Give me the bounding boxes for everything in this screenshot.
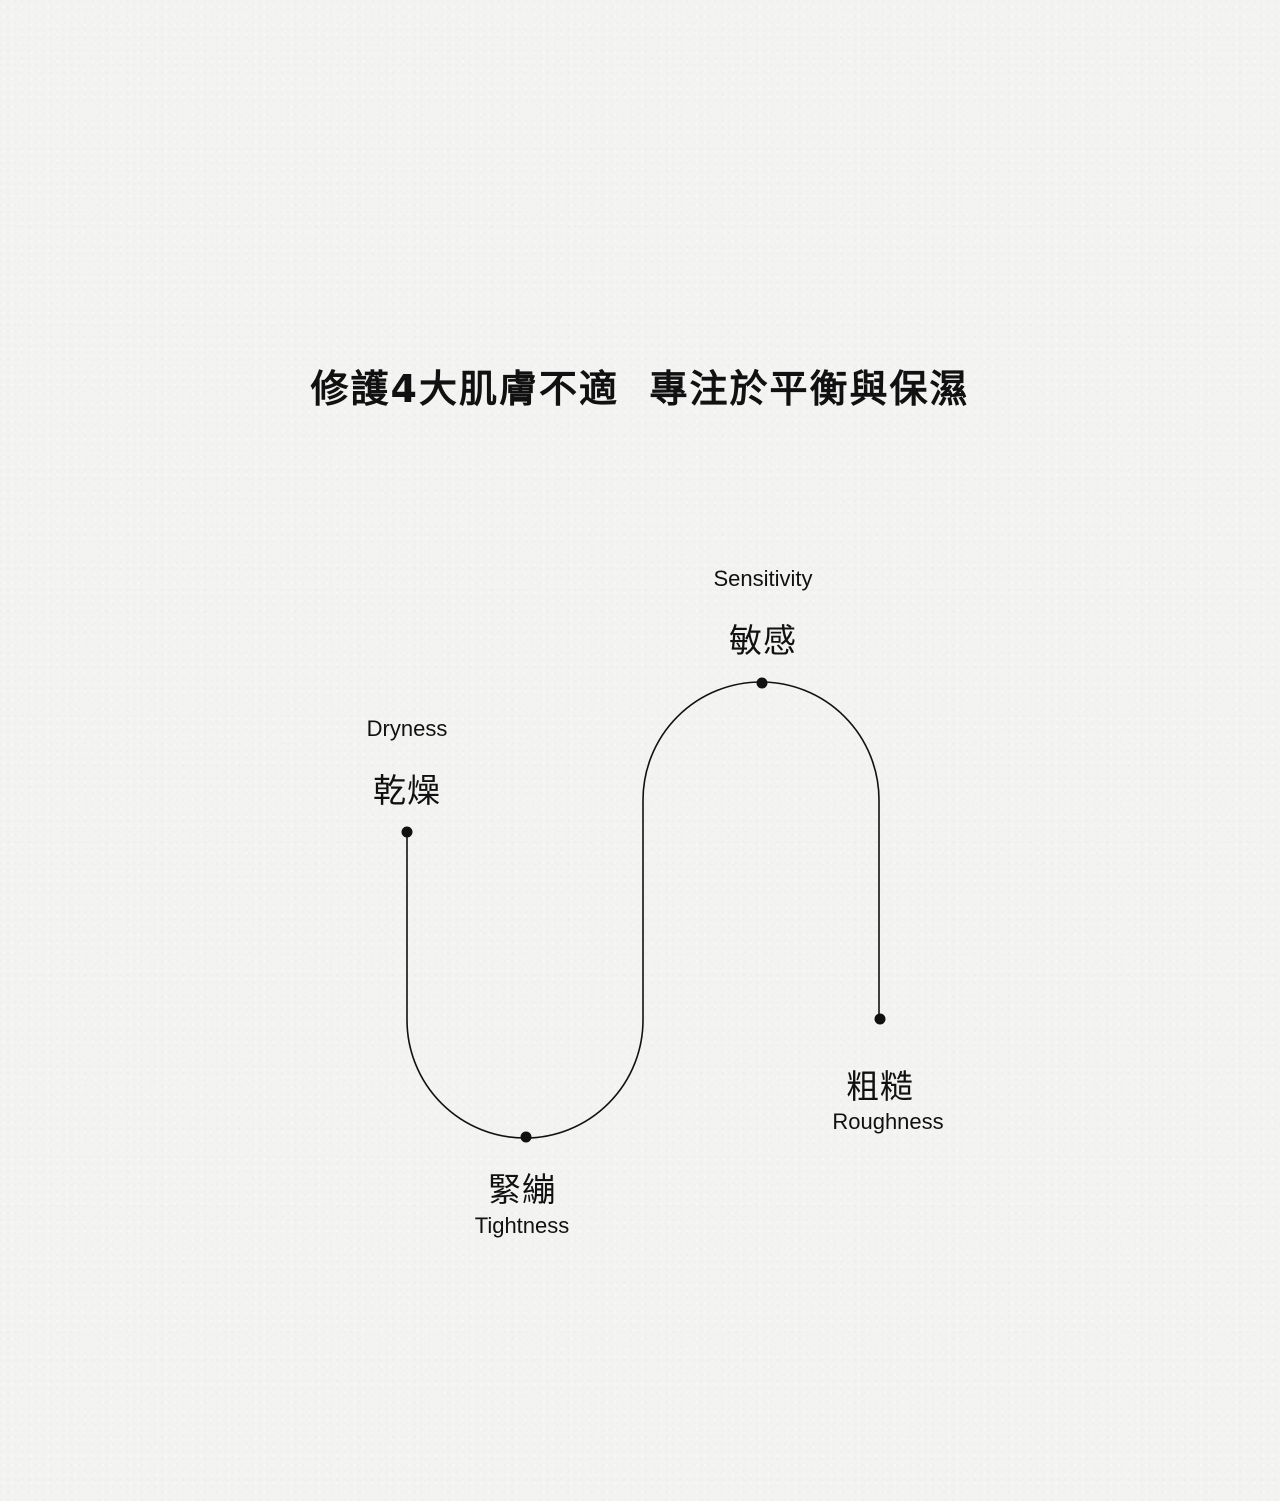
roughness-dot [874, 1013, 886, 1025]
tightness-label-en: Tightness [474, 1213, 570, 1238]
tightness-label-zh: 緊繃 [488, 1170, 556, 1209]
sensitivity-label-zh: 敏感 [729, 621, 797, 660]
sensitivity-dot [756, 677, 768, 689]
dryness-label-en: Dryness [366, 716, 448, 741]
wave-path [406, 681, 880, 1139]
dryness-dot [401, 826, 413, 838]
roughness-label-zh: 粗糙 [846, 1067, 914, 1106]
dryness-label-zh: 乾燥 [373, 771, 441, 810]
sensitivity-label-en: Sensitivity [713, 566, 813, 591]
roughness-label-en: Roughness [832, 1109, 944, 1134]
page-title: 修護4大肌膚不適 專注於平衡與保濕 [310, 367, 970, 411]
tightness-dot [520, 1131, 532, 1143]
